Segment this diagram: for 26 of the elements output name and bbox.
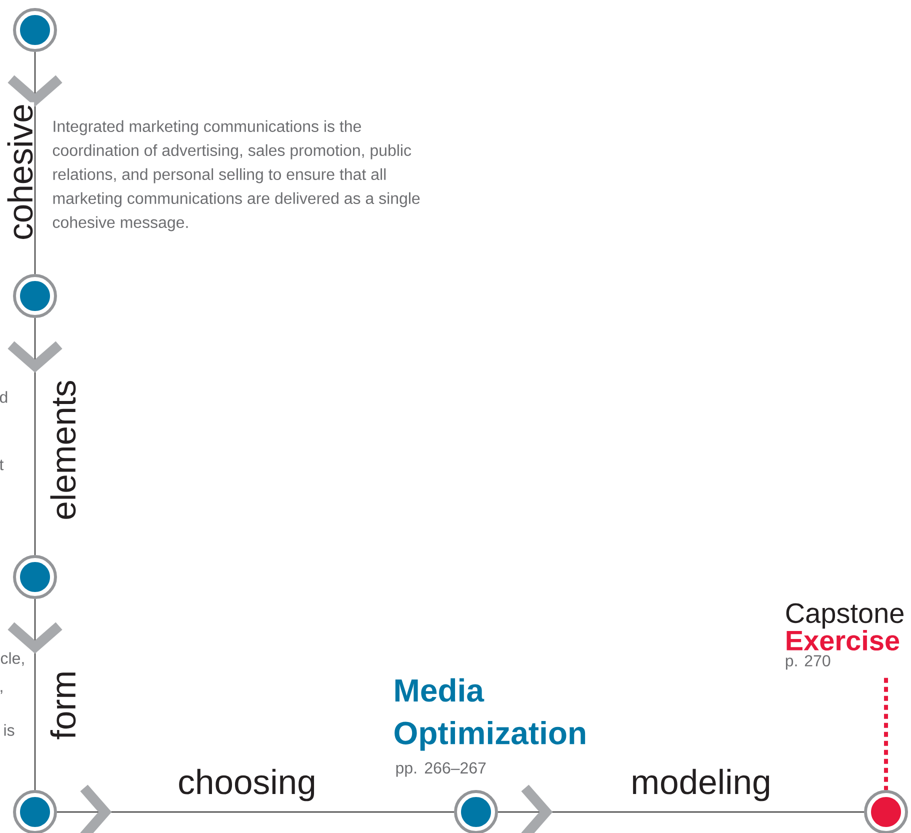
edge-label: form [48, 669, 78, 741]
chevron-connector [8, 52, 62, 274]
chevron-connector [8, 318, 62, 555]
chevron-connector [8, 599, 62, 790]
timeline-dot [13, 274, 57, 318]
timeline-dot [13, 790, 57, 833]
dotted-leader-line [884, 678, 888, 790]
heading-text: Capstone Exercise p. 270 [786, 603, 904, 670]
clipped-text: , [0, 690, 2, 694]
clipped-text: t [0, 460, 4, 470]
page-reference: pp. 266–267 [396, 762, 486, 777]
timeline-dot [864, 790, 908, 833]
description-text: Integrated marketing communications is the coordination of advertising, sales promotion, public relations, and personal selling to ensure that all marketing communications are delivered as a single cohesive message. [52, 120, 420, 232]
timeline-dot [13, 555, 57, 599]
edge-label: modeling [629, 768, 773, 802]
clipped-text: is [4, 724, 14, 736]
timeline-dot [454, 790, 498, 833]
edge-label: choosing [176, 768, 318, 802]
chevron-connector [498, 784, 864, 833]
edge-label: cohesive [6, 102, 34, 242]
clipped-text: cle, [0, 652, 24, 666]
clipped-text: d [0, 391, 8, 403]
edge-label: elements [48, 378, 78, 522]
section-heading: Media Optimization [394, 678, 586, 751]
timeline-dot [13, 8, 57, 52]
chevron-connector [57, 784, 454, 833]
